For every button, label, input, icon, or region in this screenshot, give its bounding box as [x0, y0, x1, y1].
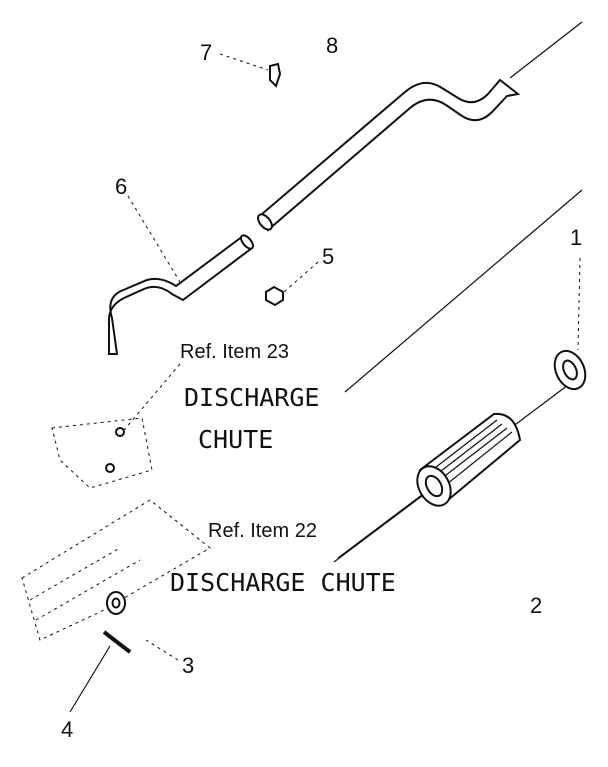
crank-rod-part-8: [257, 78, 521, 232]
callout-1: 1: [570, 225, 582, 250]
leader-5: [283, 261, 319, 293]
leader-ref23: [123, 363, 181, 431]
leader-7: [219, 53, 269, 71]
washer-part-3: [106, 591, 126, 615]
discharge-chute-22-label: DISCHARGE CHUTE: [170, 568, 396, 597]
nut-part-5: [265, 285, 284, 307]
leader-3: [145, 639, 179, 661]
callout-6: 6: [115, 174, 127, 199]
discharge-chute-23-line2: CHUTE: [198, 425, 273, 454]
callout-3: 3: [182, 653, 194, 678]
discharge-chute-23-line1: DISCHARGE: [184, 383, 319, 412]
callout-7: 7: [200, 40, 212, 65]
ref-item-22-label: Ref. Item 22: [208, 520, 317, 542]
axis-line-grip-left: [333, 489, 431, 563]
callout-2: 2: [530, 593, 542, 618]
grip-part-2: [416, 412, 522, 507]
axis-line-upper: [509, 21, 583, 79]
leader-6: [127, 195, 181, 283]
callout-4: 4: [61, 717, 73, 742]
ref-item-23-label: Ref. Item 23: [180, 341, 289, 363]
washer-part-1: [553, 349, 587, 391]
axis-line-middle: [344, 189, 583, 393]
nut-part-7: [269, 62, 282, 88]
callout-5: 5: [322, 244, 334, 269]
callout-8: 8: [326, 33, 338, 58]
leader-1: [577, 257, 581, 351]
crank-rod-part-6: [108, 234, 254, 355]
pin-part-4: [102, 630, 132, 654]
discharge-chute-fragment-22: [21, 499, 211, 641]
discharge-chute-fragment-23: [51, 417, 153, 489]
leader-4: [69, 645, 111, 713]
